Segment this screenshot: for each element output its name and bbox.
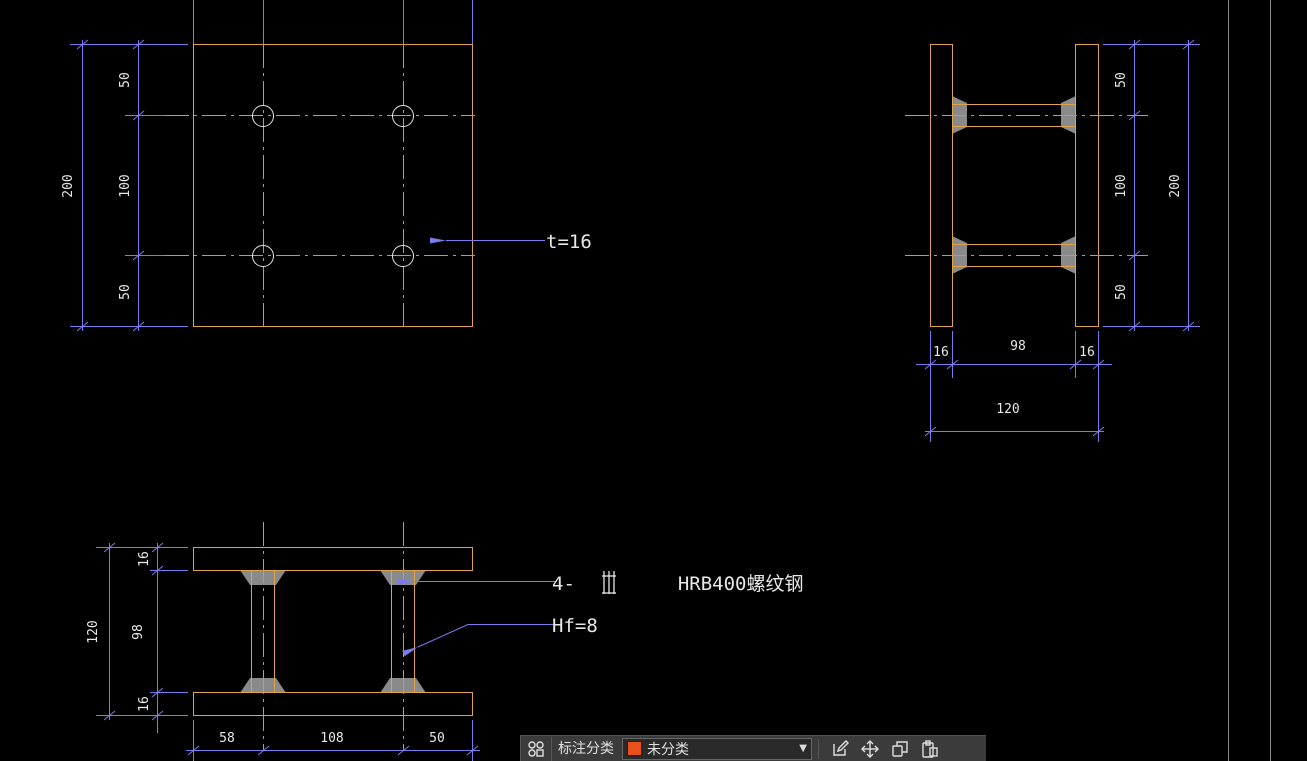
category-select[interactable]: 未分类 ▼ xyxy=(622,737,812,760)
front-bottom-flange-dim: 16 xyxy=(137,696,152,712)
rebar-note: 4- HRB400螺纹钢 xyxy=(552,573,803,595)
side-dimension-lines xyxy=(916,39,1200,442)
category-value: 未分类 xyxy=(647,741,689,758)
front-right-dim: 50 xyxy=(429,731,445,746)
plan-top-dim: 50 xyxy=(118,72,133,88)
front-outline xyxy=(193,547,473,716)
plan-centerlines xyxy=(165,44,475,326)
weld-leader xyxy=(402,624,556,657)
category-label: 标注分类 xyxy=(551,736,620,761)
side-view: 50 100 50 200 16 98 16 120 xyxy=(905,39,1200,442)
move-icon[interactable] xyxy=(855,737,885,761)
side-bottom-dim: 50 xyxy=(1114,284,1129,300)
edit-icon[interactable] xyxy=(825,737,855,761)
side-welds xyxy=(952,96,1076,274)
side-width-dim: 120 xyxy=(996,402,1019,417)
plan-total-dim: 200 xyxy=(61,174,76,197)
plan-extension-lines xyxy=(70,0,473,327)
front-top-flange-dim: 16 xyxy=(137,551,152,567)
bolt-holes xyxy=(252,105,414,267)
front-view: 120 16 98 16 58 108 50 4- HRB400螺纹钢 Hf=8 xyxy=(86,522,803,761)
rebar-grade-symbol-icon xyxy=(602,571,616,594)
plan-middle-dim: 100 xyxy=(118,174,133,197)
plan-bottom-dim: 50 xyxy=(118,284,133,300)
side-centerlines xyxy=(905,115,1148,256)
front-welds xyxy=(240,570,426,693)
dimension-category-toolbar: 标注分类 未分类 ▼ xyxy=(520,735,986,761)
side-total-dim: 200 xyxy=(1168,174,1183,197)
front-centerlines xyxy=(263,522,404,750)
plate-outline xyxy=(193,44,473,327)
side-top-dim: 50 xyxy=(1114,72,1129,88)
paste-icon[interactable] xyxy=(915,737,945,761)
drawing-frame xyxy=(1228,0,1271,761)
front-left-dim: 58 xyxy=(219,731,235,746)
toolbar-divider xyxy=(818,738,819,759)
plan-view: 200 50 100 50 t=16 xyxy=(61,0,592,332)
front-dimension-lines xyxy=(96,542,480,761)
thickness-note: t=16 xyxy=(546,231,592,253)
side-left-flange-dim: 16 xyxy=(933,345,949,360)
side-outline xyxy=(930,44,1099,327)
plan-dimension-lines xyxy=(76,39,145,332)
weld-note: Hf=8 xyxy=(552,615,598,637)
side-web-dim: 98 xyxy=(1010,339,1026,354)
chevron-down-icon: ▼ xyxy=(799,743,807,754)
side-middle-dim: 100 xyxy=(1114,174,1129,197)
front-total-dim: 120 xyxy=(86,620,101,643)
grid-icon[interactable] xyxy=(521,737,551,761)
front-middle-dim: 108 xyxy=(320,731,343,746)
category-color-swatch xyxy=(627,741,642,756)
side-right-flange-dim: 16 xyxy=(1079,345,1095,360)
front-web-dim: 98 xyxy=(131,624,146,640)
copy-icon[interactable] xyxy=(885,737,915,761)
